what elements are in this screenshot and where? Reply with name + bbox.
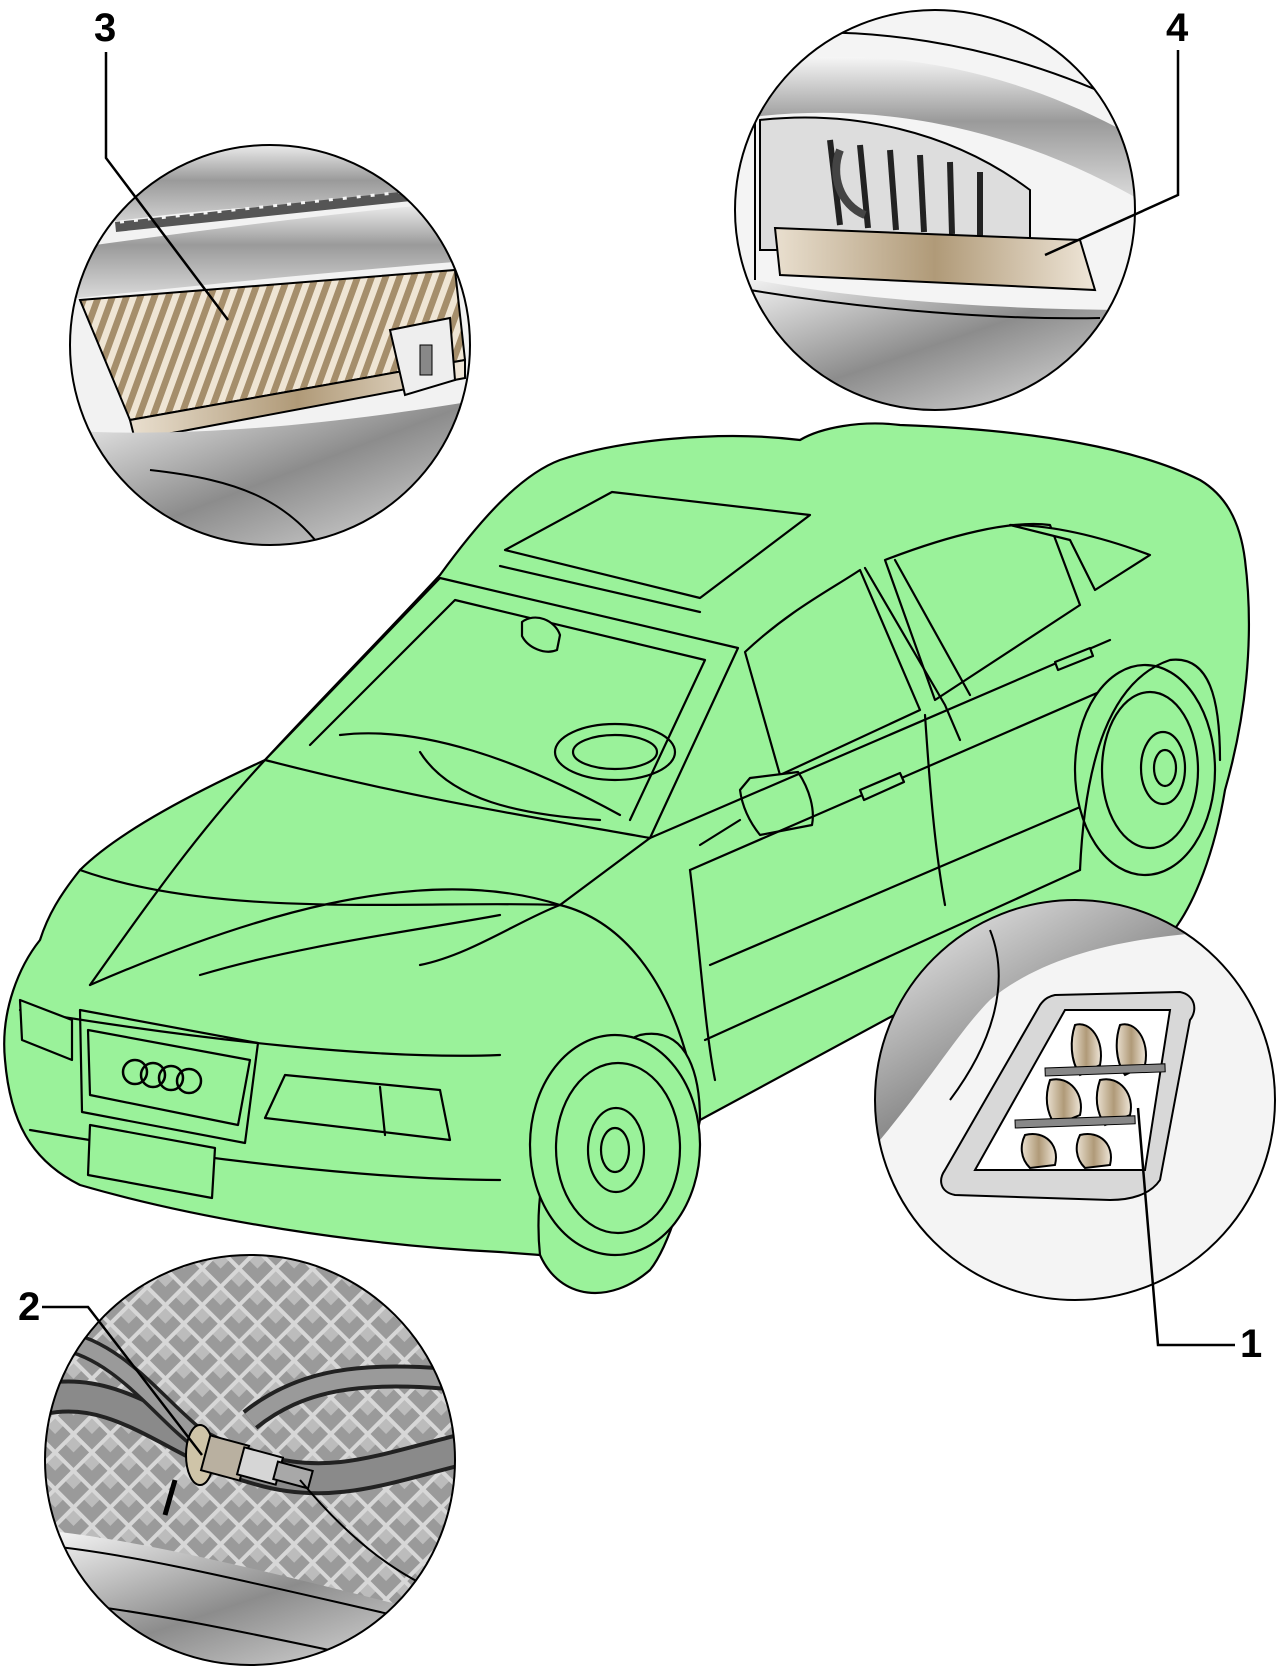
connector [162,1424,314,1516]
inset-air-vent [874,899,1276,1301]
side-mirror [738,770,814,837]
cover-plate [773,226,1097,292]
sunroof [503,490,812,600]
rear-side-window [883,522,1082,702]
inset-pollen-filter [69,144,471,546]
leader-line-4 [1044,50,1180,257]
car-icon [3,422,1251,1294]
front-side-window [743,568,922,777]
front-wheel [528,1033,702,1257]
callout-label-2: 2 [18,1285,41,1329]
headlight-left [18,998,74,1062]
callout-label-3: 3 [94,6,117,50]
leader-line-1 [1136,1107,1235,1347]
four-rings-logo-icon [121,1058,203,1095]
windshield [263,576,740,840]
leader-lines [42,50,1235,1456]
license-plate [86,1123,217,1200]
callout-label-4: 4 [1166,6,1189,50]
leader-line-3 [104,52,229,321]
headlight-right [263,1073,452,1142]
leader-line-2 [42,1305,203,1456]
inset-cover-panel [734,9,1136,411]
grille [86,1028,252,1127]
inset-hose-connector [44,1254,456,1666]
callout-label-1: 1 [1240,1322,1263,1366]
rear-wheel [1073,663,1217,877]
